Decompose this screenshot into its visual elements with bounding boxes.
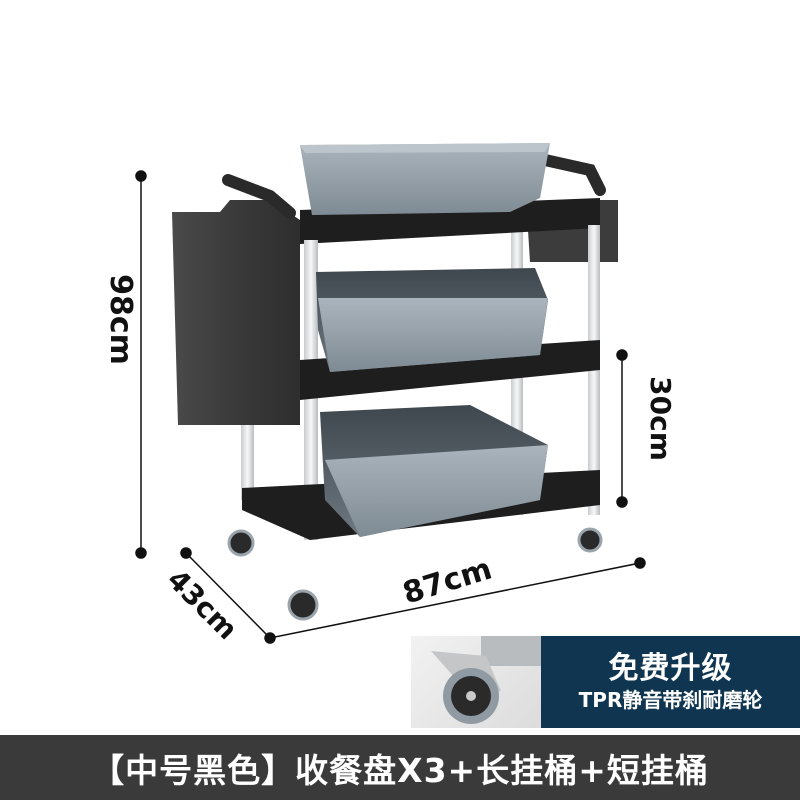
height-dimension-label: 98cm — [102, 274, 138, 365]
caster-wheels — [227, 527, 603, 621]
upgrade-promo-banner: 免费升级 TPR静音带刹耐磨轮 — [411, 636, 800, 728]
product-caption-bar: 【中号黑色】收餐盘X3+长挂桶+短挂桶 — [0, 735, 800, 800]
shelf-gap-dimension-label: 30cm — [643, 376, 677, 461]
caster-wheel-icon — [431, 636, 541, 724]
dimension-lines — [135, 170, 646, 644]
product-caption: 【中号黑色】收餐盘X3+长挂桶+短挂桶 — [91, 750, 709, 790]
caster-wheel-image — [411, 636, 541, 728]
promo-title: 免费升级 — [608, 651, 733, 686]
promo-subtitle: TPR静音带刹耐磨轮 — [578, 688, 763, 712]
